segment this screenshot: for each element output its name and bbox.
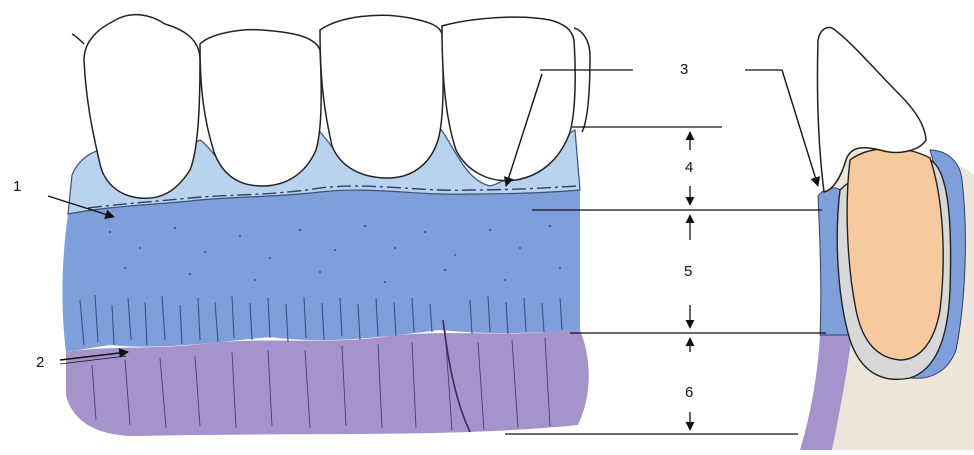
dentin-pulp xyxy=(847,148,943,360)
front-view xyxy=(63,15,591,436)
label-2: 2 xyxy=(36,354,44,371)
tooth-2 xyxy=(200,30,321,186)
tooth-3 xyxy=(320,15,443,178)
tooth-5-edge xyxy=(574,28,590,132)
label-6: 6 xyxy=(685,384,693,401)
arrow-icon xyxy=(782,70,818,186)
tooth-0-edge xyxy=(72,34,84,44)
tooth-4 xyxy=(442,17,575,181)
side-view xyxy=(800,28,974,451)
label-1: 1 xyxy=(13,178,21,195)
label-4: 4 xyxy=(685,159,693,176)
attached-gingiva xyxy=(63,190,581,352)
label-3: 3 xyxy=(680,61,688,78)
label-5: 5 xyxy=(684,263,692,280)
tooth-1 xyxy=(84,15,200,199)
